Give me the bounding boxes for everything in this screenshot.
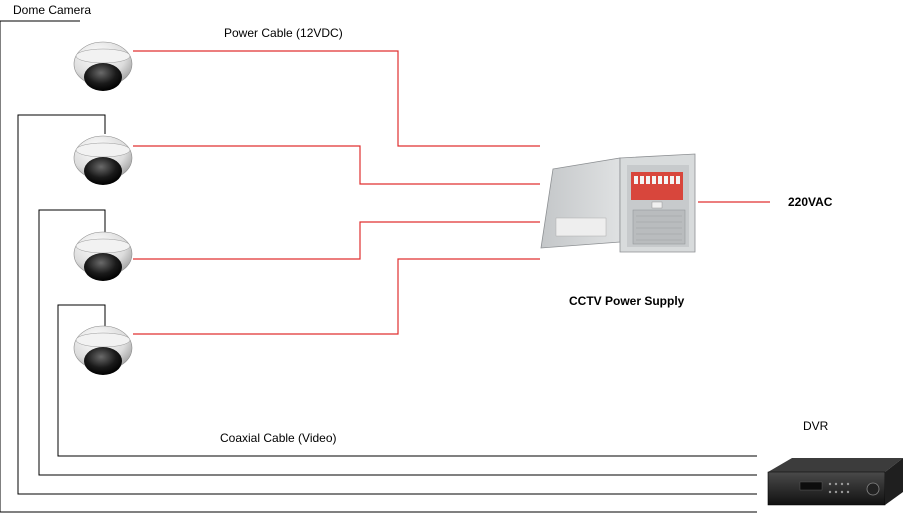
coax-cable-camera-3 [38,209,757,476]
power-cable-camera-3 [133,221,540,260]
camera-lens [84,347,122,375]
power-cables [133,50,770,335]
label-coaxial-cable: Coaxial Cable (Video) [220,431,337,445]
power-cable-camera-2 [133,145,540,185]
power-cable-camera-1 [133,50,540,147]
dvr-buttons [828,482,850,494]
label-dome-camera: Dome Camera [13,3,92,17]
camera-lens [84,253,122,281]
dvr-recorder [767,458,903,506]
psu-door-label [555,217,607,237]
dvr-top [768,458,903,472]
camera-base [75,48,131,64]
dvr-jog-dial [866,482,880,496]
power-cable-camera-4 [133,258,540,335]
label-220vac: 220VAC [788,195,833,209]
camera-base [75,142,131,158]
dvr-display [799,481,823,491]
psu-fuse-board [631,172,683,200]
psu-vent-grid [636,215,682,241]
camera-lens [84,63,122,91]
coaxial-cables [0,20,757,513]
camera-3 [73,231,133,281]
coax-cable-camera-2 [17,114,757,495]
label-dvr: DVR [803,419,829,433]
psu-indicator [651,201,663,209]
camera-1 [73,41,133,91]
psu-terminals [634,176,680,184]
camera-4 [73,325,133,375]
camera-lens [84,157,122,185]
camera-base [75,238,131,254]
coax-cable-camera-4 [57,304,757,457]
psu-transformer [632,209,686,245]
label-cctv-power-supply: CCTV Power Supply [569,294,685,308]
coax-cable-camera-1 [0,20,757,513]
label-power-cable: Power Cable (12VDC) [224,26,343,40]
cctv-power-supply [540,153,696,253]
camera-base [75,332,131,348]
camera-2 [73,135,133,185]
dvr-side [885,458,903,505]
